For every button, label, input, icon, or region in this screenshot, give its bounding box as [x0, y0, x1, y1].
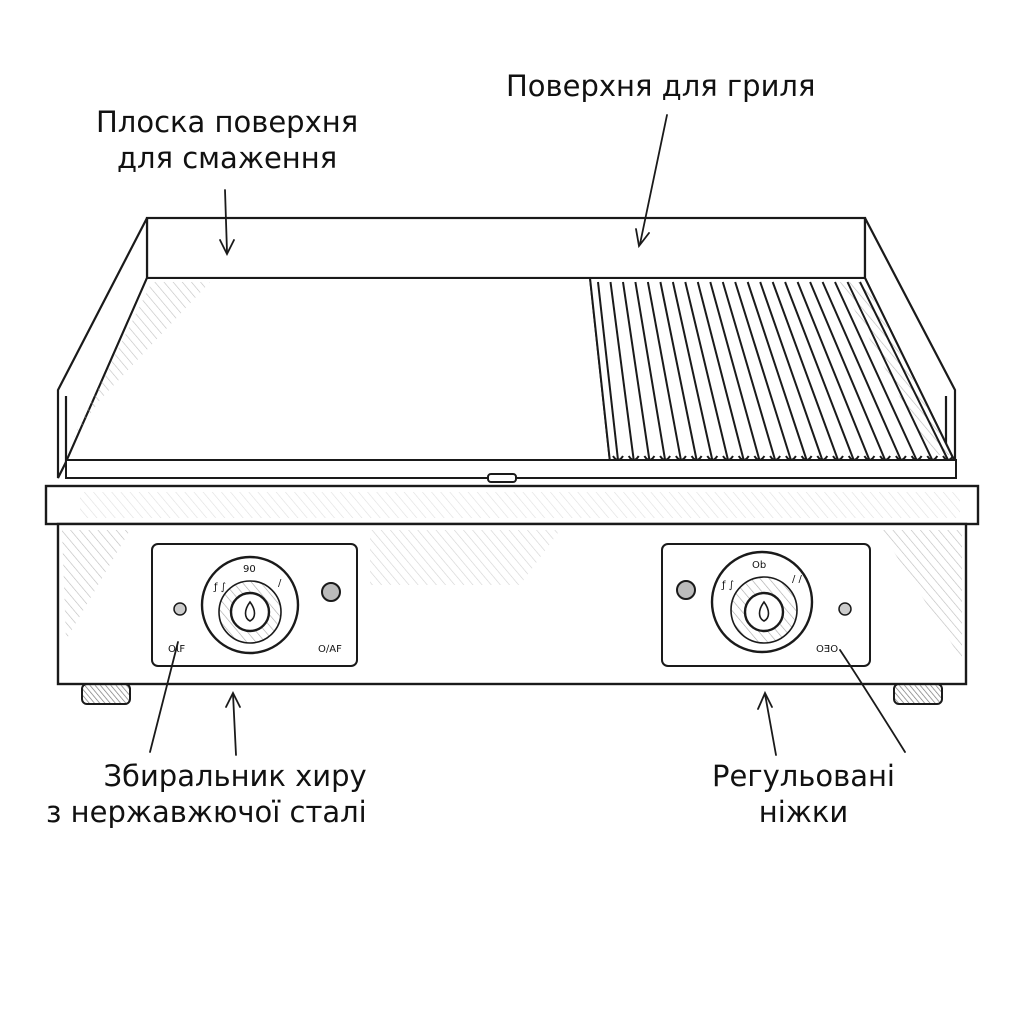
grill-rib [734, 281, 792, 461]
label-grease-tray: Збиральник хиру з нержавжючої сталі [46, 758, 367, 830]
knob-handle[interactable] [229, 591, 271, 633]
grill-rib [721, 281, 777, 461]
grill-rib [634, 281, 667, 461]
arrow-head-icon [635, 228, 650, 249]
svg-text:/: / [278, 578, 282, 589]
indicator-light [676, 580, 696, 600]
off-mark: O∕AF [318, 644, 342, 655]
grill-rib [771, 281, 839, 461]
grill-rib [696, 281, 745, 461]
grill-rib [646, 281, 682, 461]
arrow-head-icon [757, 690, 773, 710]
grill-rib [759, 281, 824, 461]
label-line: Плоска поверхня [96, 105, 359, 139]
grill-rib [746, 281, 808, 461]
splash-guard [56, 216, 957, 479]
callout-tray [232, 693, 237, 756]
grill-rib [609, 281, 635, 461]
label-grill-surface: Поверхня для гриля [506, 68, 815, 104]
label-adjustable-feet: Регульовані ніжки [712, 758, 895, 830]
label-flat-frying-surface: Плоска поверхня для смаження [96, 104, 358, 176]
grill-rib [622, 281, 651, 461]
grill-rib [809, 281, 887, 461]
flat-frying-plate [64, 277, 612, 463]
grill-rib [821, 281, 902, 461]
arrow-head-icon [225, 690, 241, 708]
label-line: для смаження [116, 141, 338, 175]
indicator-light [838, 602, 852, 616]
callout-flat-surface [224, 189, 228, 253]
svg-text:ƒ ∫: ƒ ∫ [721, 580, 734, 591]
label-line: з нержавжючої сталі [46, 795, 367, 829]
label-line: Збиральник хиру [103, 759, 367, 793]
arrow-head-icon [219, 239, 235, 257]
front-lip [44, 459, 980, 526]
callout-feet [764, 693, 777, 756]
indicator-light [321, 582, 341, 602]
grill-rib [709, 281, 761, 461]
right-control-panel: Ob ƒ ∫ / / OƎO [661, 543, 871, 667]
grill-rib [597, 281, 619, 461]
adjustable-feet [81, 683, 943, 705]
flame-icon [244, 600, 256, 622]
svg-text:90: 90 [243, 564, 256, 575]
callout-tray-left [149, 641, 179, 753]
indicator-light [173, 602, 187, 616]
callout-feet-right [839, 649, 906, 753]
ribbed-grill-plate [588, 277, 957, 463]
callout-lines [149, 114, 906, 756]
label-line: Поверхня для гриля [506, 69, 816, 103]
svg-text:Ob: Ob [752, 560, 766, 571]
grill-rib [846, 281, 934, 461]
label-line: Регульовані [712, 759, 895, 793]
off-mark: OƎO [816, 644, 838, 655]
grill-rib [671, 281, 714, 461]
grill-rib [684, 281, 729, 461]
grill-rib [834, 281, 918, 461]
callout-grill-surface [639, 114, 668, 245]
grill-rib [659, 281, 698, 461]
label-line: ніжки [758, 795, 849, 829]
svg-text:ƒ ∫: ƒ ∫ [213, 582, 226, 593]
knob-handle[interactable] [743, 591, 785, 633]
grill-rib [859, 281, 949, 461]
grill-rib [784, 281, 855, 461]
grill-rib [796, 281, 871, 461]
flame-icon [758, 600, 770, 622]
left-control-panel: 90 ƒ ∫ / OƖF O∕AF [151, 543, 358, 667]
svg-text:/ /: / / [792, 574, 803, 585]
